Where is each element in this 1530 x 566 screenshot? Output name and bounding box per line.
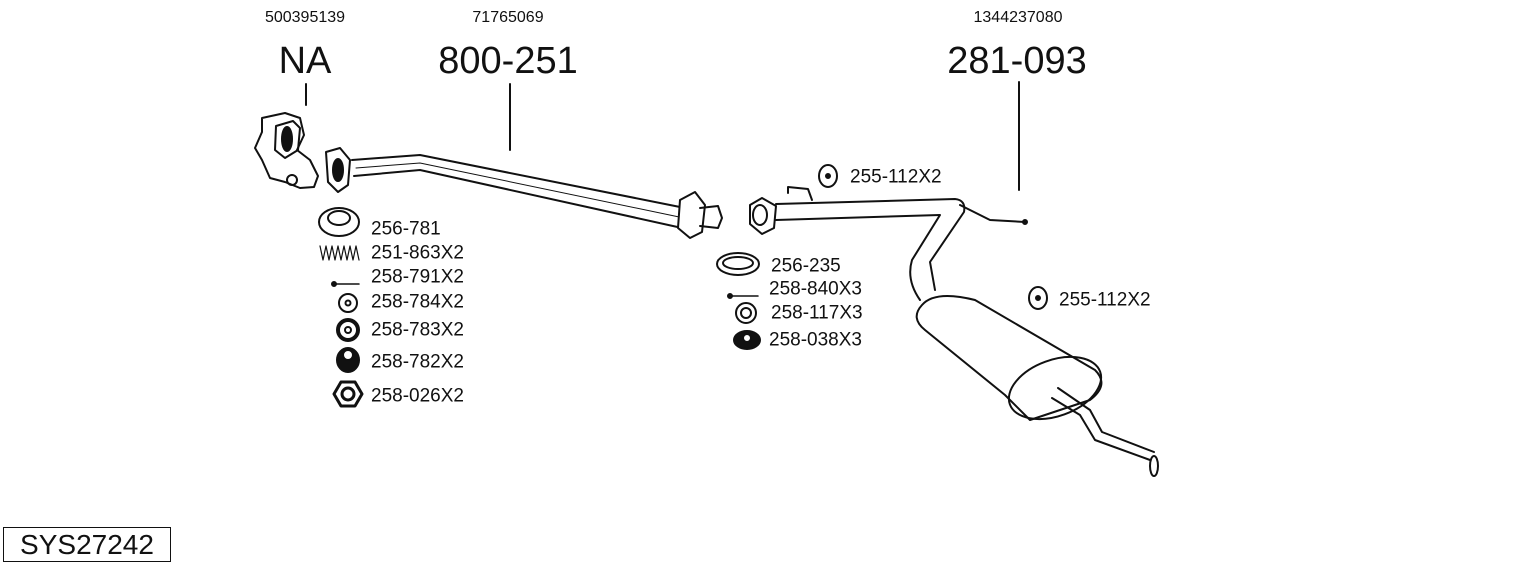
catalytic-converter-icon	[254, 112, 319, 189]
front-pipe-icon	[325, 147, 723, 239]
part-label[interactable]: 256-235	[771, 255, 841, 277]
part-label[interactable]: 258-026X2	[371, 385, 464, 407]
bolt-icon	[727, 293, 759, 299]
part-label[interactable]: 258-783X2	[371, 319, 464, 341]
bolt-icon	[331, 281, 360, 287]
part-label[interactable]: 258-784X2	[371, 291, 464, 313]
part-number[interactable]: 800-251	[438, 40, 578, 82]
bushing-icon	[336, 347, 360, 373]
part-number[interactable]: 281-093	[947, 40, 1087, 82]
gasket-ring-icon	[318, 207, 360, 237]
part-label[interactable]: 256-781	[371, 218, 441, 240]
hanger-label[interactable]: 255-112X2	[1059, 289, 1151, 311]
flat-gasket-icon	[716, 252, 760, 276]
part-label[interactable]: 258-840X3	[769, 278, 862, 300]
flange-nut-icon	[733, 330, 761, 350]
part-label[interactable]: 258-782X2	[371, 351, 464, 373]
thick-washer-icon	[336, 318, 360, 342]
rubber-hanger-icon	[818, 164, 838, 188]
oem-number: 71765069	[472, 9, 544, 26]
washer-icon	[338, 293, 358, 313]
hanger-label[interactable]: 255-112X2	[850, 166, 942, 188]
part-label[interactable]: 258-791X2	[371, 266, 464, 288]
part-label[interactable]: 258-038X3	[769, 329, 862, 351]
part-label[interactable]: 251-863X2	[371, 242, 464, 264]
system-id-box: SYS27242	[3, 527, 171, 562]
part-number[interactable]: NA	[278, 40, 332, 82]
hex-nut-icon	[332, 380, 364, 408]
ring-washer-icon	[735, 302, 757, 324]
oem-number: 500395139	[264, 9, 346, 26]
oem-number: 1344237080	[973, 9, 1063, 26]
rear-silencer-icon	[749, 186, 1159, 477]
rubber-hanger-icon	[1028, 286, 1048, 310]
part-label[interactable]: 258-117X3	[771, 302, 863, 324]
spring-icon	[319, 245, 360, 261]
